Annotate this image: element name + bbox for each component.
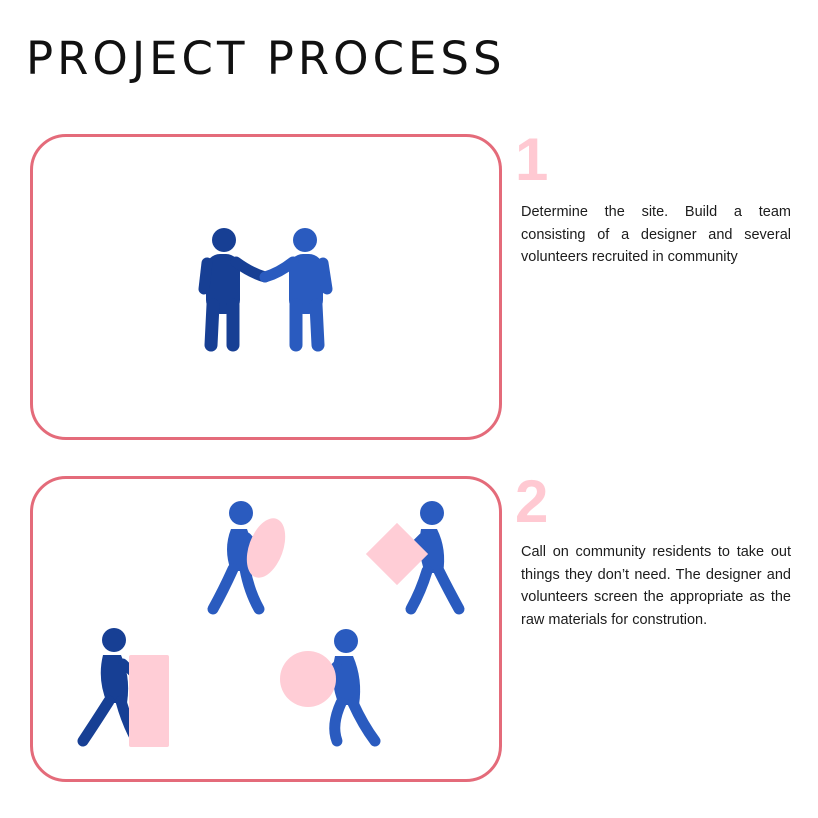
step-1-panel (30, 134, 502, 440)
people-carrying-objects (77, 501, 465, 747)
page-title: PROJECT PROCESS (26, 32, 506, 85)
step-1-number: 1 (515, 126, 549, 193)
handshake-icon (198, 228, 333, 352)
person-right-icon (259, 228, 333, 352)
step-2-panel (30, 476, 502, 782)
person-with-diamond-icon (365, 501, 465, 615)
person-with-ball-icon (280, 629, 381, 747)
step-1-description: Determine the site. Build a team consist… (521, 204, 791, 265)
step-2-description: Call on community residents to take out … (521, 544, 791, 628)
person-with-box-icon (77, 628, 169, 747)
person-left-icon (198, 228, 271, 352)
person-with-oval-icon (207, 501, 286, 615)
step-2-number: 2 (515, 468, 549, 535)
